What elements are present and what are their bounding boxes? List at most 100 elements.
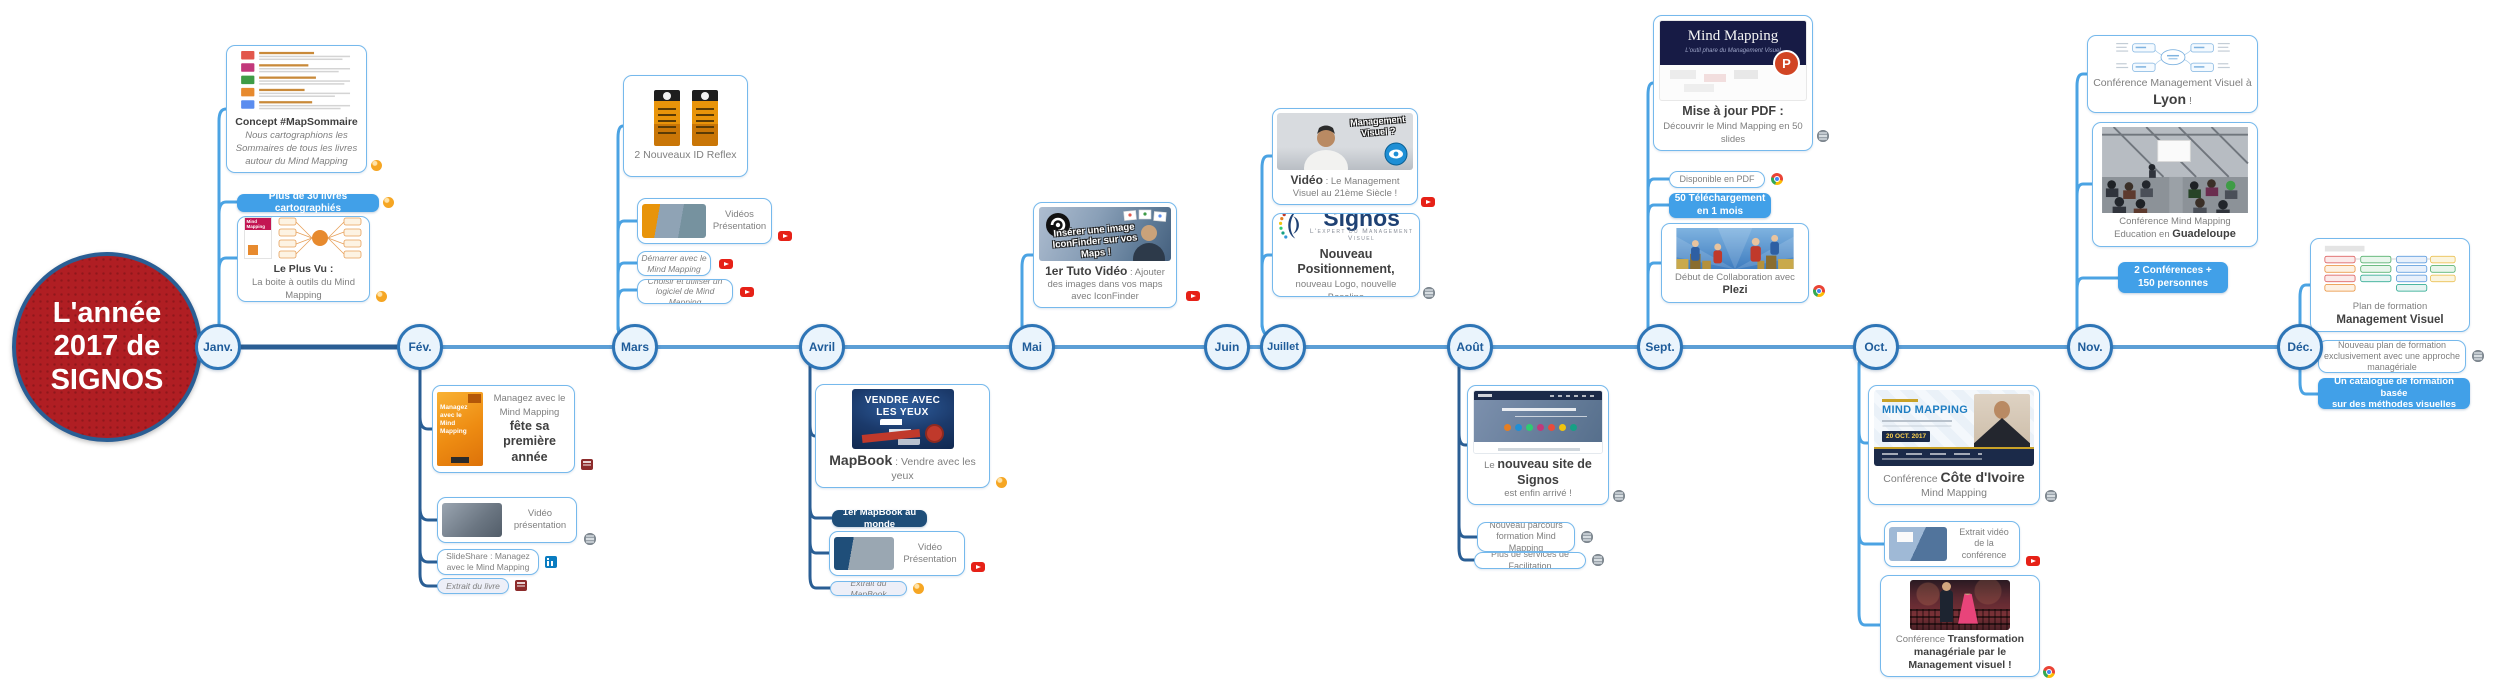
signos-logo-mark-icon (1278, 214, 1299, 239)
poster-subtitle-lines (1882, 420, 1952, 422)
card-caption: Vidéo Présentation (903, 541, 957, 565)
card-caption: Conférence Transformation managériale pa… (1895, 632, 2025, 671)
youtube-icon[interactable] (971, 562, 985, 572)
link-icon[interactable] (996, 477, 1007, 488)
card-caption: Plus de services de Facilitation (1490, 552, 1570, 569)
card-description: La boite à outils du Mind Mapping (252, 276, 355, 302)
month-node-mai[interactable]: Mai (1009, 324, 1055, 370)
youtube-icon[interactable] (778, 231, 792, 241)
month-node-janvier[interactable]: Janv. (195, 324, 241, 370)
card-disponible-pdf[interactable]: Disponible en PDF (1669, 171, 1765, 188)
youtube-icon[interactable] (1421, 197, 1435, 207)
video-thumbnail (442, 503, 502, 537)
signos-eye-badge-icon (1384, 142, 1408, 166)
badge-30-livres[interactable]: Plus de 30 livres cartographiés (237, 191, 379, 214)
mini-mindmap (278, 217, 361, 259)
card-plan-formation[interactable]: Plan de formation Management Visuel (2310, 238, 2470, 332)
site-body (1474, 442, 1602, 453)
web-link-icon[interactable] (1613, 490, 1625, 502)
card-caption: Extrait du MapBook (850, 581, 887, 596)
card-concept-mapsommaire[interactable]: Concept #MapSommaire Nous cartographions… (226, 45, 367, 173)
projection-screen (1897, 532, 1913, 542)
card-video-management-visuel[interactable]: Management Visuel ? Vidéo : Le Managemen… (1272, 108, 1418, 205)
card-le-plus-vu[interactable]: Mind Mapping Le Plus Vu : La boite à (237, 216, 370, 302)
link-icon[interactable] (376, 291, 387, 302)
link-icon[interactable] (913, 583, 924, 594)
youtube-icon[interactable] (2026, 556, 2040, 566)
card-1er-tuto-video[interactable]: Insérer une image IconFinder sur vos Map… (1033, 202, 1177, 308)
month-node-septembre[interactable]: Sept. (1637, 324, 1683, 370)
web-link-icon[interactable] (1423, 287, 1435, 299)
card-title: Le Plus Vu : (273, 262, 334, 275)
card-conference-lyon[interactable]: Conférence Management Visuel à Lyon ! (2087, 35, 2258, 113)
card-caption: Choisir et utiliser un logiciel de Mind … (647, 279, 723, 304)
card-video-presentation-fev[interactable]: Vidéo présentation (437, 497, 577, 543)
chrome-icon[interactable] (1813, 285, 1825, 297)
card-videos-presentation-mars[interactable]: Vidéos Présentation (637, 198, 772, 244)
youtube-icon[interactable] (719, 259, 733, 269)
month-node-novembre[interactable]: Nov. (2067, 324, 2113, 370)
month-node-octobre[interactable]: Oct. (1853, 324, 1899, 370)
web-link-icon[interactable] (2472, 350, 2484, 362)
card-mise-a-jour-pdf[interactable]: Mind Mapping L'outil phare du Management… (1653, 15, 1813, 151)
web-link-icon[interactable] (1592, 554, 1604, 566)
card-collaboration-plezi[interactable]: Début de Collaboration avec Plezi (1661, 223, 1809, 303)
youtube-icon[interactable] (1186, 291, 1200, 301)
card-caption: Vidéo : Le Management Visuel au 21ème Si… (1290, 173, 1400, 200)
card-conference-guadeloupe[interactable]: Conférence Mind Mapping Education en Gua… (2092, 122, 2258, 247)
badge-2-conferences[interactable]: 2 Conférences + 150 personnes (2118, 262, 2228, 293)
month-node-avril[interactable]: Avril (799, 324, 845, 370)
card-mapbook[interactable]: Vendre avec les Yeux MapBook : Vendre av… (815, 384, 990, 488)
card-video-presentation-avril[interactable]: Vidéo Présentation (829, 531, 965, 576)
card-anniversaire-livre[interactable]: Managez avec le Mind Mapping Managez ave… (432, 385, 575, 473)
month-node-mars[interactable]: Mars (612, 324, 658, 370)
card-nouveau-positionnement[interactable]: Signos L'expert du Management Visuel Nou… (1272, 213, 1420, 297)
card-caption: Mise à jour PDF : Découvrir le Mind Mapp… (1663, 104, 1803, 145)
card-extrait-livre[interactable]: Extrait du livre (437, 578, 509, 594)
signos-tagline: L'expert du Management Visuel (1309, 228, 1414, 243)
card-nouveau-site[interactable]: Le nouveau site de Signos est enfin arri… (1467, 385, 1609, 505)
chrome-icon[interactable] (2043, 666, 2055, 678)
poster-accent (1882, 399, 1918, 402)
badge-catalogue-formation[interactable]: Un catalogue de formation basée sur des … (2318, 376, 2470, 410)
tuto-video-thumbnail: Insérer une image IconFinder sur vos Map… (1039, 207, 1171, 262)
month-node-decembre[interactable]: Déc. (2277, 324, 2323, 370)
web-link-icon[interactable] (1581, 531, 1593, 543)
central-topic[interactable]: L'année 2017 de SIGNOS (12, 252, 202, 442)
card-extrait-mapbook[interactable]: Extrait du MapBook (830, 581, 907, 596)
video-thumbnail (1889, 527, 1947, 561)
web-link-icon[interactable] (1817, 130, 1829, 142)
linkedin-icon[interactable] (545, 556, 557, 568)
link-icon[interactable] (371, 160, 382, 171)
card-conference-transformation[interactable]: Conférence Transformation managériale pa… (1880, 575, 2040, 677)
card-demarrer[interactable]: Démarrer avec le Mind Mapping (637, 251, 711, 276)
management-visuel-map-thumbnail (2115, 42, 2230, 72)
month-node-fevrier[interactable]: Fév. (397, 324, 443, 370)
web-link-icon[interactable] (584, 533, 596, 545)
card-nouveau-parcours[interactable]: Nouveau parcours formation Mind Mapping (1477, 522, 1575, 552)
card-caption: Vidéos Présentation (712, 209, 767, 232)
month-node-juin[interactable]: Juin (1204, 324, 1250, 370)
chrome-icon[interactable] (1771, 173, 1783, 185)
card-extrait-video-conference[interactable]: Extrait vidéo de la conférence (1884, 521, 2020, 567)
card-nouveau-plan-formation[interactable]: Nouveau plan de formation exclusivement … (2318, 340, 2466, 373)
web-link-icon[interactable] (2045, 490, 2057, 502)
card-id-reflex[interactable]: 2 Nouveaux ID Reflex (623, 75, 748, 177)
badge-50-telechargements[interactable]: 50 Téléchargement en 1 mois (1669, 193, 1771, 218)
youtube-icon[interactable] (740, 287, 754, 297)
card-caption: SlideShare : Managez avec le Mind Mappin… (446, 551, 530, 572)
month-node-juillet[interactable]: Juillet (1260, 324, 1306, 370)
book-icon[interactable] (581, 459, 593, 470)
book-cover: Mind Mapping (243, 217, 272, 259)
card-services-facilitation[interactable]: Plus de services de Facilitation (1474, 552, 1586, 569)
cover-title: Mind Mapping (1687, 28, 1779, 44)
video-thumbnail (834, 537, 894, 570)
cover-subtitle: L'outil phare du Management Visuel (1685, 48, 1781, 54)
link-icon[interactable] (383, 197, 394, 208)
card-conference-cote-ivoire[interactable]: MIND MAPPING 20 OCT. 2017 Conférence Côt… (1868, 385, 2040, 505)
card-slideshare[interactable]: SlideShare : Managez avec le Mind Mappin… (437, 549, 539, 575)
month-node-aout[interactable]: Août (1447, 324, 1493, 370)
book-icon[interactable] (515, 580, 527, 591)
card-choisir-logiciel[interactable]: Choisir et utiliser un logiciel de Mind … (637, 279, 733, 304)
badge-1er-mapbook[interactable]: 1er MapBook au monde (832, 507, 927, 530)
